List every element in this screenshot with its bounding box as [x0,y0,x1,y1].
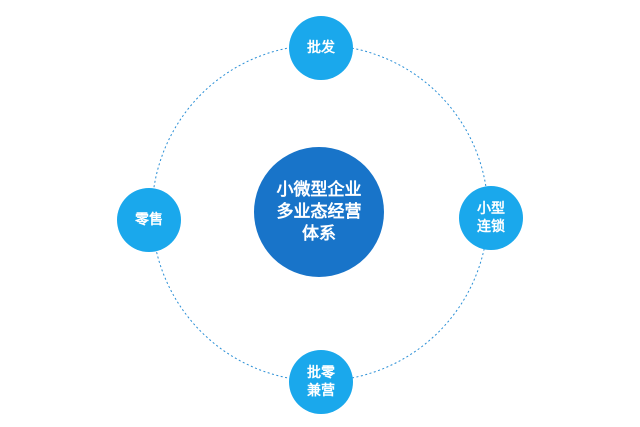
satellite-wholesale-retail: 批零 兼营 [289,350,353,414]
satellite-retail: 零售 [117,188,181,252]
center-line-3: 体系 [302,224,336,244]
satellite-retail-label: 零售 [135,212,163,228]
satellite-small-chain: 小型 连锁 [459,186,523,250]
satellite-wholesale-retail-line-2: 兼营 [307,383,335,399]
satellite-small-chain-line-1: 小型 [477,201,505,217]
satellite-small-chain-line-2: 连锁 [477,219,505,235]
center-node: 小微型企业 多业态经营 体系 [254,147,384,277]
satellite-wholesale-retail-line-1: 批零 [307,365,335,381]
center-line-2: 多业态经营 [276,202,362,222]
satellite-wholesale-label: 批发 [307,40,335,56]
satellite-wholesale: 批发 [289,16,353,80]
center-line-1: 小微型企业 [276,180,362,200]
